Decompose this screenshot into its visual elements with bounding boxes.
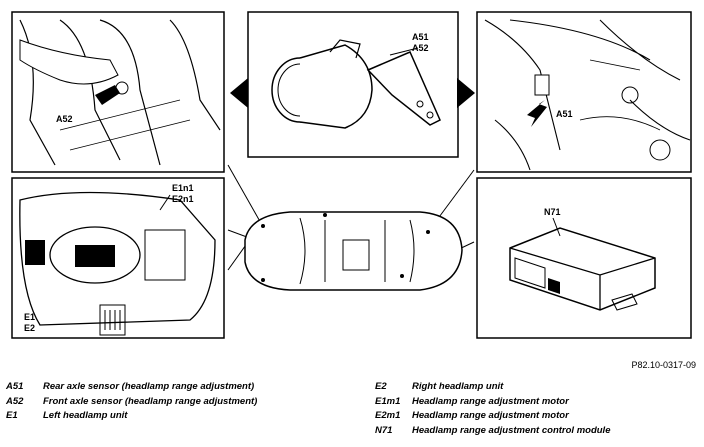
callout-e2n1: E2n1 (172, 194, 194, 204)
panel-front-axle-sensor (11, 11, 225, 173)
arrow-right-icon (457, 78, 475, 108)
figure-id: P82.10-0317-09 (631, 360, 696, 370)
arrow-left-icon (230, 78, 248, 108)
callout-e1: E1 (24, 312, 35, 322)
panel-control-module (476, 177, 692, 339)
callout-n71: N71 (544, 207, 561, 217)
panel-headlamp-unit (11, 177, 225, 339)
panel-rear-axle-sensor (476, 11, 692, 173)
vehicle-top-view (244, 211, 463, 291)
callout-a52-left: A52 (56, 114, 73, 124)
callout-a52-top: A52 (412, 43, 429, 53)
callout-a51-top: A51 (412, 32, 429, 42)
callout-a51-right: A51 (556, 109, 573, 119)
panel-axle-sensor-closeup (247, 11, 459, 158)
callout-e2: E2 (24, 323, 35, 333)
callout-e1n1: E1n1 (172, 183, 194, 193)
